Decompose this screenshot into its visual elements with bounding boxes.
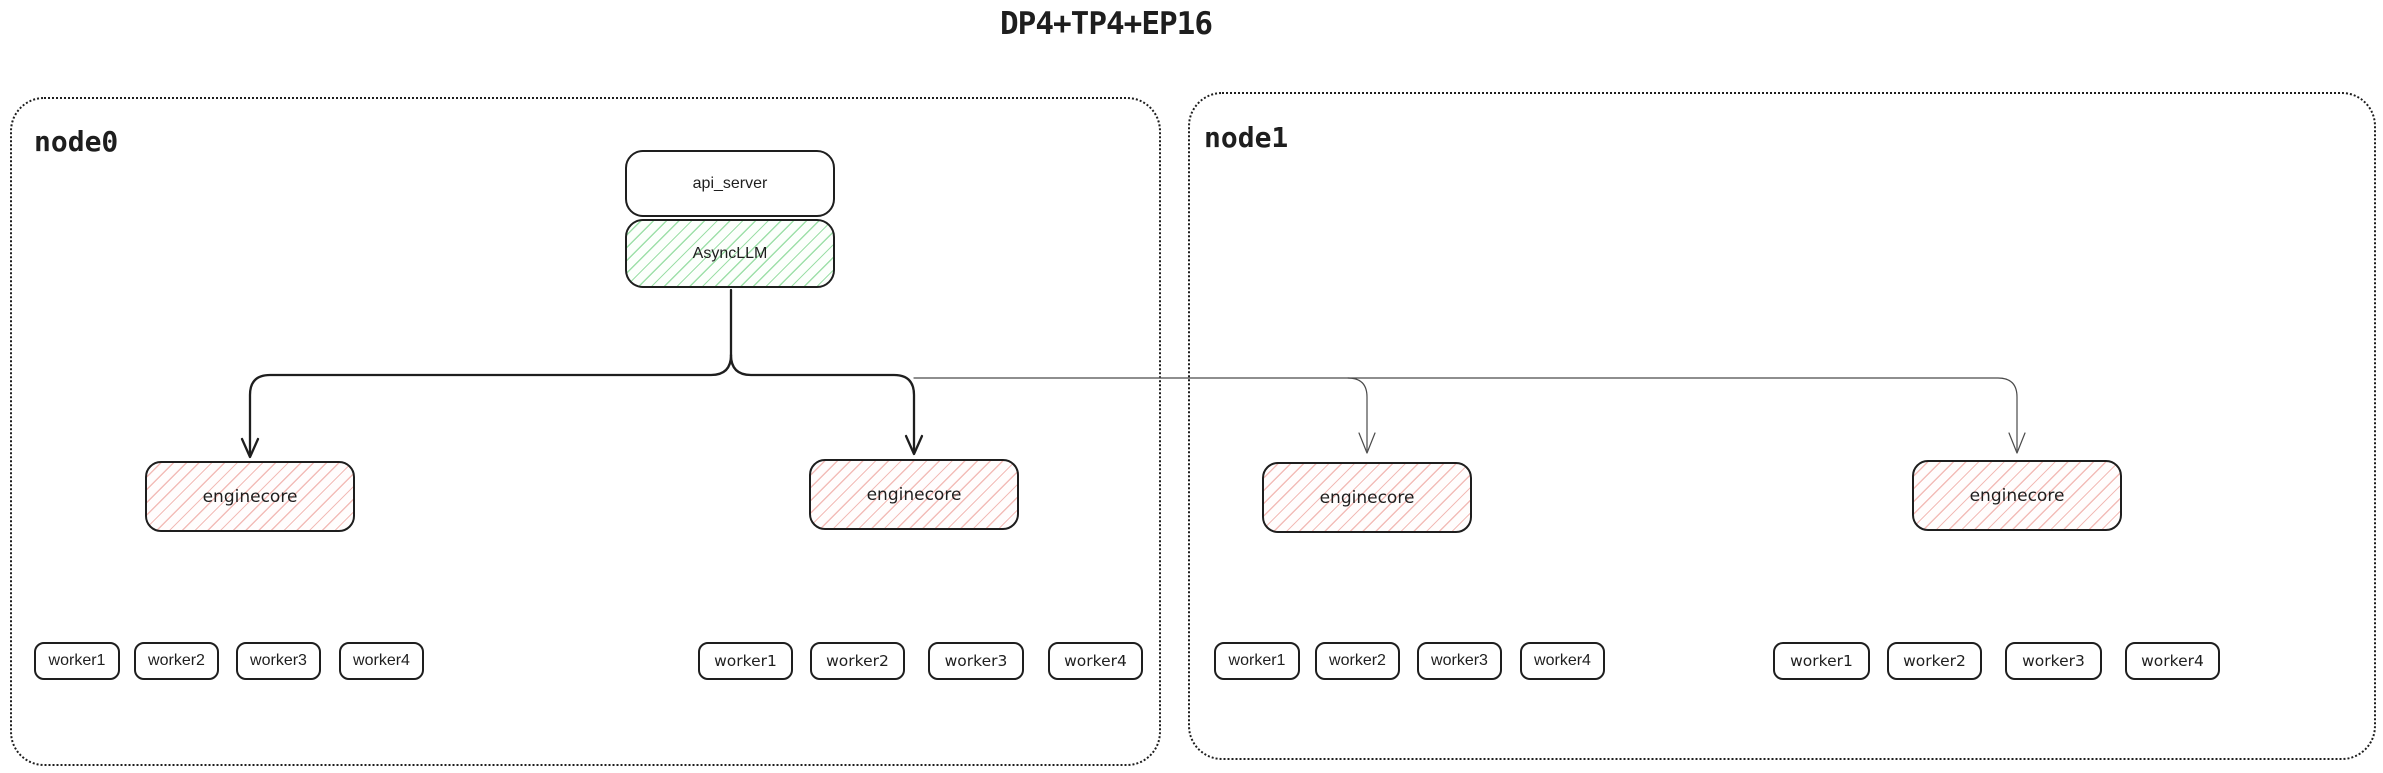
diagram-title: DP4+TP4+EP16 <box>1000 6 1213 42</box>
worker-box: worker4 <box>1520 642 1605 680</box>
worker-box: worker3 <box>928 642 1024 680</box>
worker-box: worker1 <box>698 642 793 680</box>
worker-box: worker1 <box>34 642 120 680</box>
worker-box: worker1 <box>1214 642 1300 680</box>
worker-box: worker2 <box>134 642 219 680</box>
worker-box: worker4 <box>2125 642 2220 680</box>
asyncllm-box: AsyncLLM <box>625 219 835 288</box>
enginecore-box-node1-2: enginecore <box>1912 460 2122 531</box>
worker-box: worker4 <box>339 642 424 680</box>
worker-box: worker2 <box>810 642 905 680</box>
enginecore-box-node1-1: enginecore <box>1262 462 1472 533</box>
worker-box: worker2 <box>1887 642 1982 680</box>
worker-box: worker2 <box>1315 642 1400 680</box>
worker-box: worker4 <box>1048 642 1143 680</box>
api-server-box: api_server <box>625 150 835 217</box>
worker-box: worker3 <box>236 642 321 680</box>
enginecore-box-node0-2: enginecore <box>809 459 1019 530</box>
enginecore-box-node0-1: enginecore <box>145 461 355 532</box>
node0-label: node0 <box>34 125 119 158</box>
node1-label: node1 <box>1204 121 1289 154</box>
worker-box: worker3 <box>1417 642 1502 680</box>
worker-box: worker1 <box>1773 642 1870 680</box>
worker-box: worker3 <box>2005 642 2102 680</box>
